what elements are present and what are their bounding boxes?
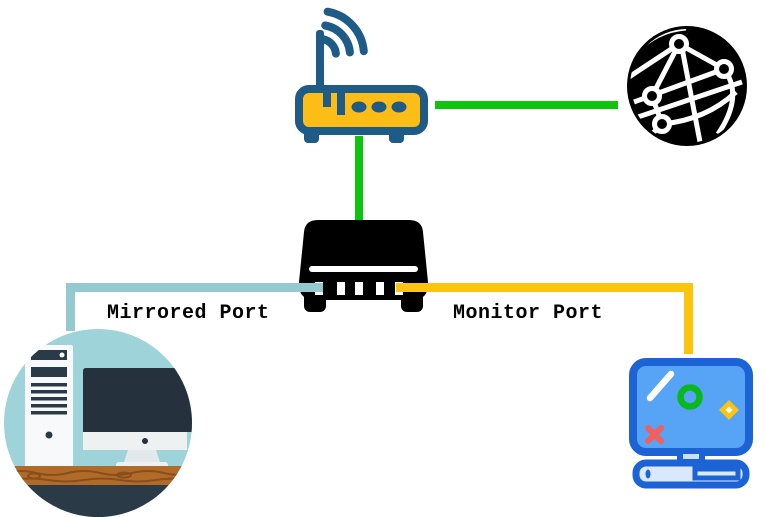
switch-body	[298, 220, 429, 300]
wooden-desk	[4, 466, 192, 485]
network-switch-icon	[298, 220, 429, 312]
screen-ring-mark	[677, 384, 703, 410]
wifi-router-icon	[295, 7, 428, 143]
router-antenna	[316, 30, 324, 92]
link-monitor-vertical	[684, 283, 693, 354]
monitor-port-label: Monitor Port	[453, 302, 604, 325]
wifi-waves-icon	[318, 7, 368, 58]
screen-diamond-mark	[719, 400, 739, 420]
monitor-computer-icon	[629, 358, 753, 489]
desktop-pc-illustration	[4, 329, 192, 517]
link-router-internet	[435, 101, 618, 109]
link-mirrored-horizontal	[66, 283, 323, 292]
internet-globe-icon	[627, 26, 747, 146]
switch-vent-bar	[309, 266, 418, 272]
router-front-tabs	[323, 87, 345, 115]
router-status-lights	[351, 101, 407, 113]
desk-monitor	[83, 368, 192, 469]
link-monitor-horizontal	[396, 283, 692, 292]
monitor-neck	[677, 452, 705, 463]
link-router-switch	[355, 136, 363, 222]
monitor-base	[632, 459, 750, 489]
mirrored-port-label: Mirrored Port	[107, 302, 270, 325]
screen-slash-mark	[646, 370, 675, 402]
floor	[4, 485, 192, 517]
screen-x-mark	[645, 425, 664, 444]
link-mirrored-vertical	[66, 283, 75, 331]
globe-network-nodes	[642, 34, 734, 134]
pc-tower	[25, 345, 73, 469]
